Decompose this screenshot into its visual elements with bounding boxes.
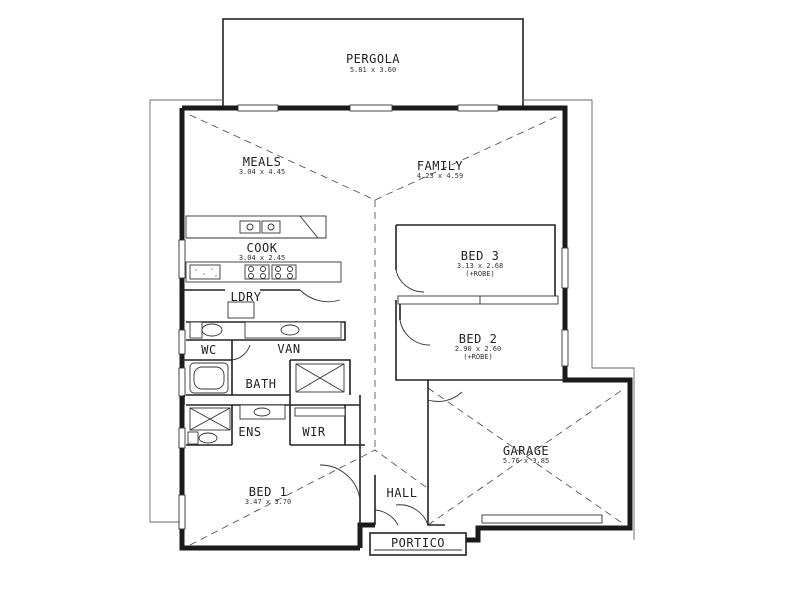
ensuite-toilet-bowl (198, 432, 218, 444)
room-label-meals: MEALS (243, 155, 282, 169)
window (561, 247, 569, 289)
eave-outline (149, 100, 182, 523)
room-label-portico: PORTICO (391, 536, 445, 550)
ensuite-shower-cross (189, 407, 231, 431)
burner (287, 273, 293, 279)
room-label-ldry: LDRY (231, 290, 262, 304)
ensuite-basin (253, 407, 271, 417)
door-swing (399, 319, 431, 346)
room-label-bed3: BED 3 (461, 249, 500, 263)
room-dims-cook: 3.04 x 2.45 (239, 254, 285, 262)
window (237, 104, 279, 112)
bath-tub-inner (193, 366, 225, 390)
roof-ridge-lines-garage (427, 387, 626, 526)
burner (248, 266, 254, 272)
sink-drain (246, 223, 254, 231)
robe-bed3 (397, 295, 559, 305)
door-swing (395, 269, 425, 293)
room-label-pergola: PERGOLA (346, 52, 400, 66)
room-label-cook: COOK (247, 241, 278, 255)
robe-wir (294, 407, 346, 417)
door-swing (374, 509, 399, 526)
door-swing (231, 344, 251, 361)
room-label-family: FAMILY (417, 159, 464, 173)
external-wall-front (357, 522, 375, 548)
room-label-hall: HALL (387, 486, 418, 500)
room-dims-bed3: 3.13 x 2.68 (457, 262, 503, 270)
window (349, 104, 393, 112)
room-dims-pergola: 5.81 x 3.60 (350, 66, 396, 74)
room-label-wir: WIR (302, 425, 325, 439)
speckle (215, 275, 217, 277)
room-label-wc: WC (201, 343, 216, 357)
interior-walls (182, 224, 565, 548)
speckle (211, 268, 213, 270)
toilet-cistern (189, 321, 203, 339)
window (178, 427, 186, 449)
basin (280, 324, 300, 336)
room-note-bed3: (+ROBE) (465, 270, 495, 278)
room-label-ens: ENS (238, 425, 261, 439)
speckle (195, 269, 197, 271)
toilet-bowl (201, 323, 223, 337)
door-swing (299, 289, 341, 303)
room-label-bed1: BED 1 (249, 485, 288, 499)
burner (275, 273, 281, 279)
room-dims-meals: 3.04 x 4.45 (239, 168, 285, 176)
window (178, 239, 186, 279)
window (561, 329, 569, 367)
door-swing (319, 464, 361, 501)
burner (248, 273, 254, 279)
burner (260, 266, 266, 272)
ensuite-toilet-cistern (187, 431, 199, 445)
pantry-speckle (189, 264, 221, 280)
room-label-bath: BATH (246, 377, 277, 391)
shower-cross (295, 363, 345, 393)
roof-ridge-lines (189, 114, 561, 546)
room-dims-garage: 5.76 x 3.85 (503, 457, 549, 465)
burner (287, 266, 293, 272)
door-swing (427, 391, 463, 402)
room-note-bed2: (+ROBE) (463, 353, 493, 361)
burner (275, 266, 281, 272)
burner (260, 273, 266, 279)
room-dims-family: 4.23 x 4.59 (417, 172, 463, 180)
room-label-bed2: BED 2 (459, 332, 498, 346)
garage-door (481, 514, 603, 524)
room-dims-bed2: 2.90 x 2.60 (455, 345, 501, 353)
sink-drain (267, 223, 275, 231)
room-label-van: VAN (277, 342, 300, 356)
room-label-garage: GARAGE (503, 444, 549, 458)
window (178, 367, 186, 397)
window (457, 104, 499, 112)
room-dims-bed1: 3.47 x 3.70 (245, 498, 291, 506)
window (178, 329, 186, 355)
portico-outline (369, 532, 467, 556)
door-swing (395, 504, 429, 526)
window (178, 494, 186, 530)
speckle (203, 273, 205, 275)
eave-outline-right (150, 99, 635, 540)
fridge-diagonal (299, 215, 319, 239)
laundry-tub (227, 301, 255, 319)
